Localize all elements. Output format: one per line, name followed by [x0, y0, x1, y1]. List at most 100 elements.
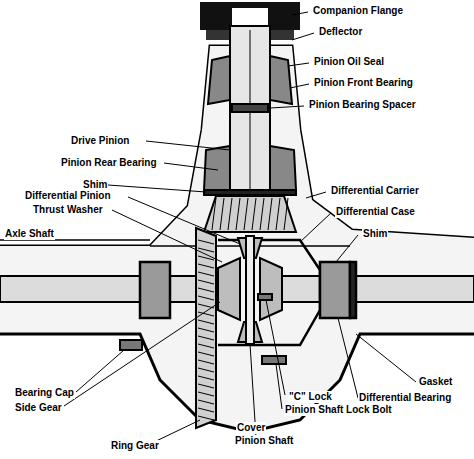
part-label: "C" Lock [288, 391, 333, 403]
leader-lines [338, 318, 358, 398]
leader-lines [270, 106, 304, 108]
differential-pinions [238, 236, 262, 344]
pinion-bearings [204, 146, 230, 190]
leader-lines [64, 12, 416, 444]
gear-tooth [198, 288, 214, 292]
gear-tooth [198, 384, 214, 388]
leader-lines [290, 84, 309, 88]
pinion-bearings [232, 104, 268, 112]
drive-pinion [230, 26, 270, 196]
side-gears [260, 258, 282, 320]
pinion-teeth [212, 198, 288, 230]
leader-lines [336, 235, 358, 262]
gear-tooth [268, 198, 272, 230]
gear-tooth [198, 344, 214, 348]
differential-case [350, 262, 356, 318]
leader-lines [64, 302, 220, 406]
part-label: Gasket [418, 376, 453, 388]
gear-tooth [198, 376, 214, 380]
fasteners [120, 294, 286, 364]
gear-tooth [212, 198, 216, 230]
leader-lines [292, 33, 314, 40]
part-label: Thrust Washer [32, 204, 104, 216]
gear-tooth [198, 280, 214, 284]
pinion-bearings [204, 56, 296, 195]
leader-lines [292, 12, 308, 15]
part-label: Side Gear [14, 402, 63, 414]
part-label: Pinion Front Bearing [313, 77, 414, 89]
drive-pinion [204, 26, 296, 232]
part-label: Pinion Bearing Spacer [308, 99, 417, 111]
gear-tooth [276, 198, 280, 230]
part-label: Cover [236, 422, 266, 434]
leader-lines [146, 141, 230, 150]
differential-case [140, 262, 170, 318]
part-label: Ring Gear [110, 440, 160, 452]
leader-lines [288, 63, 309, 66]
part-label: Bearing Cap [14, 387, 75, 399]
axle-housing [0, 46, 474, 432]
gear-tooth [198, 368, 214, 372]
part-label: Differential Bearing [358, 392, 452, 404]
fasteners [262, 356, 286, 364]
part-label: Pinion Rear Bearing [60, 157, 158, 169]
leader-lines [300, 213, 331, 242]
differential-pinions [246, 236, 254, 344]
pinion-bearings [270, 56, 292, 104]
pinion-bearings [270, 146, 296, 190]
gear-tooth [260, 198, 264, 230]
leader-lines [112, 210, 222, 262]
gear-tooth [198, 408, 214, 412]
part-label: Axle Shaft [4, 228, 55, 240]
part-label: Differential Carrier [330, 185, 420, 197]
axle-shafts [0, 276, 218, 302]
gear-tooth [198, 400, 214, 404]
gear-tooth [198, 264, 214, 268]
gear-tooth [244, 198, 248, 230]
gear-tooth [252, 198, 256, 230]
leader-lines [356, 334, 416, 382]
leader-lines [128, 197, 240, 244]
leader-lines [306, 192, 326, 198]
part-label: Pinion Shaft Lock Bolt [284, 404, 393, 416]
leader-lines [108, 185, 206, 192]
leader-lines [276, 364, 282, 409]
part-label: Deflector [318, 26, 363, 38]
gear-tooth [198, 272, 214, 276]
gear-tooth [198, 336, 214, 340]
gear-tooth [198, 328, 214, 332]
gear-tooth [220, 198, 224, 230]
fasteners [258, 294, 272, 300]
companion-flange [232, 8, 268, 26]
part-label: Pinion Oil Seal [313, 56, 385, 68]
gear-tooth [198, 360, 214, 364]
side-gears [218, 258, 240, 320]
part-label: Differential Case [335, 206, 416, 218]
fasteners [120, 340, 142, 350]
gear-tooth [198, 392, 214, 396]
axle-housing [0, 46, 474, 432]
axle-housing [0, 334, 474, 432]
leader-lines [266, 300, 285, 395]
gear-tooth [198, 416, 214, 420]
gear-tooth [198, 320, 214, 324]
pinion-bearings [208, 56, 230, 104]
leader-lines [164, 163, 218, 170]
axle-shafts [282, 276, 474, 302]
differential-case [218, 240, 320, 345]
pinion-bearings [204, 190, 296, 195]
part-label: Companion Flange [312, 5, 404, 17]
part-label: Shim [362, 228, 388, 240]
gear-tooth [198, 240, 214, 244]
gear-tooth [284, 198, 288, 230]
gear-tooth [198, 352, 214, 356]
drive-pinion [204, 196, 296, 232]
differential-case [320, 262, 350, 318]
gear-tooth [198, 296, 214, 300]
ring-gear-teeth [198, 240, 214, 420]
part-label: Differential Pinion [24, 190, 112, 202]
part-label: Drive Pinion [70, 135, 130, 147]
gear-tooth [236, 198, 240, 230]
part-label: Pinion Shaft [234, 435, 294, 447]
